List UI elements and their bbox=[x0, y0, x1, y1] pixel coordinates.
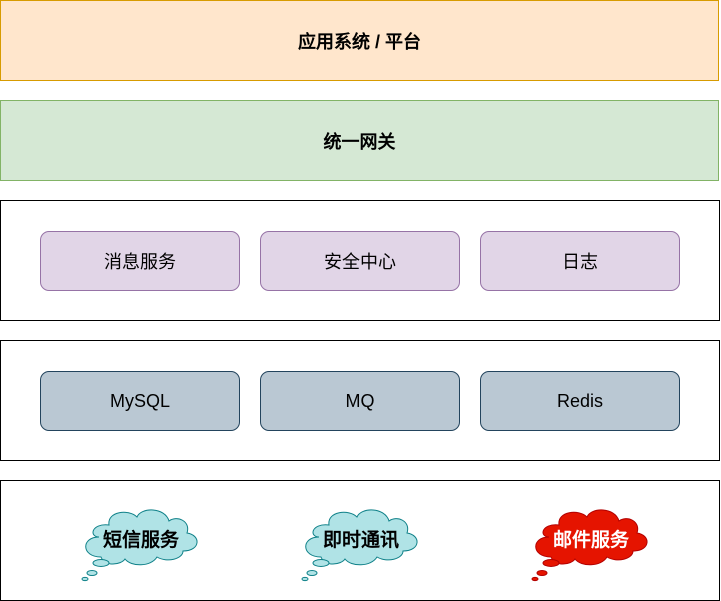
message-service-box[interactable]: 消息服务 bbox=[40, 231, 240, 291]
mysql-label: MySQL bbox=[109, 390, 170, 411]
unified-gateway-label: 统一网关 bbox=[323, 131, 396, 152]
channel-layer-container: 短信服务 即时通讯 邮件服务 bbox=[0, 480, 720, 601]
redis-box[interactable]: Redis bbox=[480, 371, 680, 431]
infrastructure-layer-container: MySQL MQ Redis bbox=[0, 340, 720, 461]
mq-label: MQ bbox=[345, 390, 375, 411]
redis-label: Redis bbox=[556, 390, 604, 411]
mysql-box[interactable]: MySQL bbox=[40, 371, 240, 431]
app-platform-layer[interactable]: 应用系统 / 平台 bbox=[0, 0, 719, 81]
email-service-label: 邮件服务 bbox=[552, 530, 629, 551]
sms-service-label: 短信服务 bbox=[102, 530, 179, 551]
thought-cloud-icon bbox=[301, 509, 418, 582]
thought-cloud-icon bbox=[531, 509, 648, 582]
sms-service-cloud[interactable]: 短信服务 bbox=[79, 499, 203, 583]
thought-cloud-icon bbox=[81, 509, 198, 582]
log-label: 日志 bbox=[562, 252, 598, 272]
message-service-label: 消息服务 bbox=[104, 252, 176, 272]
security-center-label: 安全中心 bbox=[324, 252, 396, 272]
unified-gateway-layer[interactable]: 统一网关 bbox=[0, 100, 719, 181]
security-center-box[interactable]: 安全中心 bbox=[260, 231, 460, 291]
instant-messaging-cloud[interactable]: 即时通讯 bbox=[299, 499, 423, 583]
instant-messaging-label: 即时通讯 bbox=[322, 530, 399, 551]
mq-box[interactable]: MQ bbox=[260, 371, 460, 431]
email-service-cloud[interactable]: 邮件服务 bbox=[529, 499, 653, 583]
log-box[interactable]: 日志 bbox=[480, 231, 680, 291]
service-layer-container: 消息服务 安全中心 日志 bbox=[0, 200, 720, 321]
app-platform-label: 应用系统 / 平台 bbox=[297, 31, 421, 52]
